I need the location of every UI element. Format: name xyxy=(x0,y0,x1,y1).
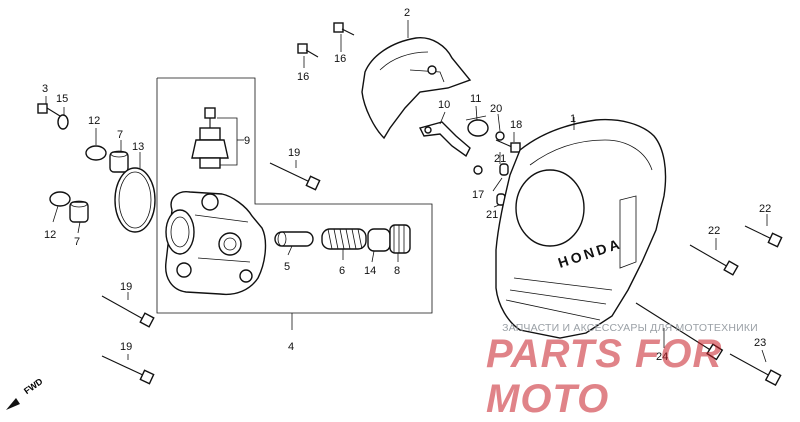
collar-7-bottom xyxy=(69,200,89,223)
o-ring-12-bottom xyxy=(49,191,71,207)
callout-10: 10 xyxy=(438,99,450,111)
callout-17: 17 xyxy=(472,189,484,201)
callout-19c: 19 xyxy=(120,341,132,353)
callout-12b: 12 xyxy=(44,229,56,241)
oil-pump-body xyxy=(165,191,267,296)
bolt-19-bottom xyxy=(101,355,155,385)
callout-22b: 22 xyxy=(759,203,771,215)
callout-13: 13 xyxy=(132,141,144,153)
callout-1: 1 xyxy=(570,113,576,125)
callout-16a: 16 xyxy=(297,71,309,83)
bolt-22-right xyxy=(744,225,783,248)
callout-21a: 21 xyxy=(494,153,506,165)
bolt-16-left xyxy=(297,43,319,58)
bracket-10 xyxy=(418,121,471,158)
bracket-9 xyxy=(217,117,238,166)
watermark-logo: PARTS FOR MOTO xyxy=(486,332,723,421)
bolt-23 xyxy=(729,353,782,387)
o-ring-12-top xyxy=(85,145,107,161)
part-callouts: 1 2 3 4 5 6 7 7 8 9 10 11 12 12 13 14 15… xyxy=(42,7,771,363)
callout-7a: 7 xyxy=(117,129,123,141)
relief-valve xyxy=(274,231,314,247)
right-crankcase-cover: HONDA xyxy=(495,118,667,339)
callout-16b: 16 xyxy=(334,53,346,65)
washer-15 xyxy=(57,114,69,130)
callout-18: 18 xyxy=(510,119,522,131)
callout-12a: 12 xyxy=(88,115,100,127)
spring-seat xyxy=(367,228,391,252)
grommet-20 xyxy=(495,131,505,141)
callout-15: 15 xyxy=(56,93,68,105)
o-ring-13 xyxy=(114,167,156,233)
callout-21b: 21 xyxy=(486,209,498,221)
callout-19b: 19 xyxy=(120,281,132,293)
callout-6: 6 xyxy=(339,265,345,277)
callout-9: 9 xyxy=(244,135,250,147)
callout-5: 5 xyxy=(284,261,290,273)
callout-20: 20 xyxy=(490,103,502,115)
bolt-3 xyxy=(37,103,61,117)
leader-lines xyxy=(45,20,768,363)
cover-2 xyxy=(361,37,472,140)
forward-arrow-icon xyxy=(6,398,20,410)
callout-8: 8 xyxy=(394,265,400,277)
callout-19a: 19 xyxy=(288,147,300,159)
watermark-tagline: ЗАПЧАСТИ И АКСЕССУАРЫ ДЛЯ МОТОТЕХНИКИ xyxy=(502,322,758,334)
dowel-17 xyxy=(499,163,509,176)
relief-plug xyxy=(389,224,411,254)
bolt-16-right xyxy=(333,22,355,36)
clamp-11 xyxy=(465,115,489,137)
bolt-19-top xyxy=(269,162,321,191)
collar-7-top xyxy=(109,150,129,173)
bolt-22-left xyxy=(689,244,739,276)
callout-22a: 22 xyxy=(708,225,720,237)
bolt-19-middle xyxy=(101,295,155,328)
callout-2: 2 xyxy=(404,7,410,19)
bolt-18 xyxy=(495,139,521,153)
callout-3: 3 xyxy=(42,83,48,95)
relief-spring xyxy=(321,228,367,250)
callout-4: 4 xyxy=(288,341,294,353)
bolt-24 xyxy=(635,302,724,361)
callout-23: 23 xyxy=(754,337,766,349)
bolt-21-top xyxy=(473,165,483,175)
callout-14: 14 xyxy=(364,265,376,277)
oil-pressure-switch xyxy=(191,107,229,169)
callout-11: 11 xyxy=(470,93,481,105)
callout-24: 24 xyxy=(656,351,668,363)
callout-7b: 7 xyxy=(74,236,80,248)
pump-assembly-bracket xyxy=(156,77,433,330)
